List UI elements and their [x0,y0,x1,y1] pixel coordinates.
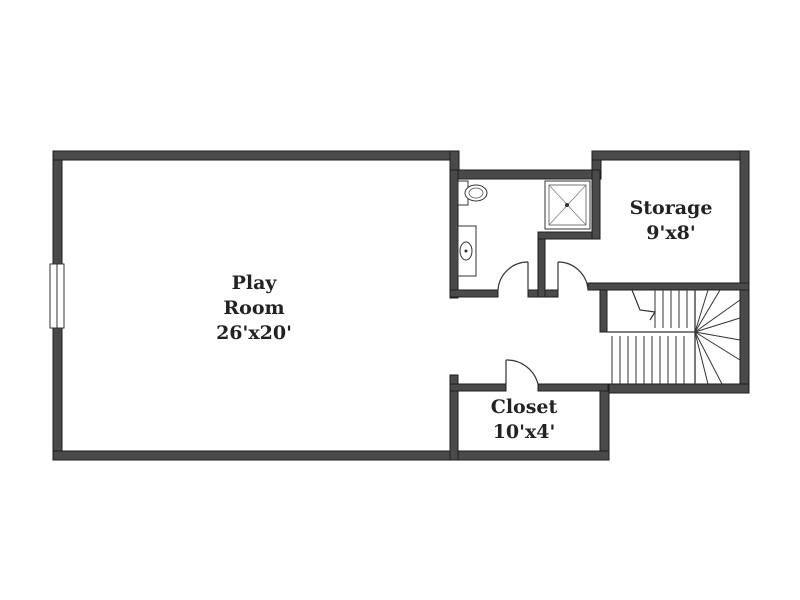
exterior-walls [52,150,750,461]
play-room-label: Play Room 26'x20' [216,272,292,344]
shower-icon [544,180,591,230]
stair-winder [694,331,741,341]
stair-winder [694,289,721,333]
toilet-icon [457,180,488,206]
storage-label: Storage 9'x8' [630,197,713,244]
stair-winder [694,289,709,333]
storage-size: 9'x8' [646,222,695,244]
door-swing-icon [497,261,589,385]
stair-winder [694,317,741,333]
closet-size: 10'x4' [493,421,556,443]
interior-walls [449,169,750,461]
play-room-name-line2: Room [223,297,284,319]
window-icon [49,263,65,329]
stairs-icon [607,289,741,385]
sink-icon [457,225,477,277]
stair-winder [694,331,741,361]
closet-name: Closet [491,396,558,418]
stair-winder [694,299,741,333]
play-room-name-line1: Play [232,272,278,294]
closet-label: Closet 10'x4' [491,396,558,443]
play-room-size: 26'x20' [216,322,292,344]
stair-winder [694,331,709,385]
stair-winder [694,331,723,385]
storage-name: Storage [630,197,713,219]
